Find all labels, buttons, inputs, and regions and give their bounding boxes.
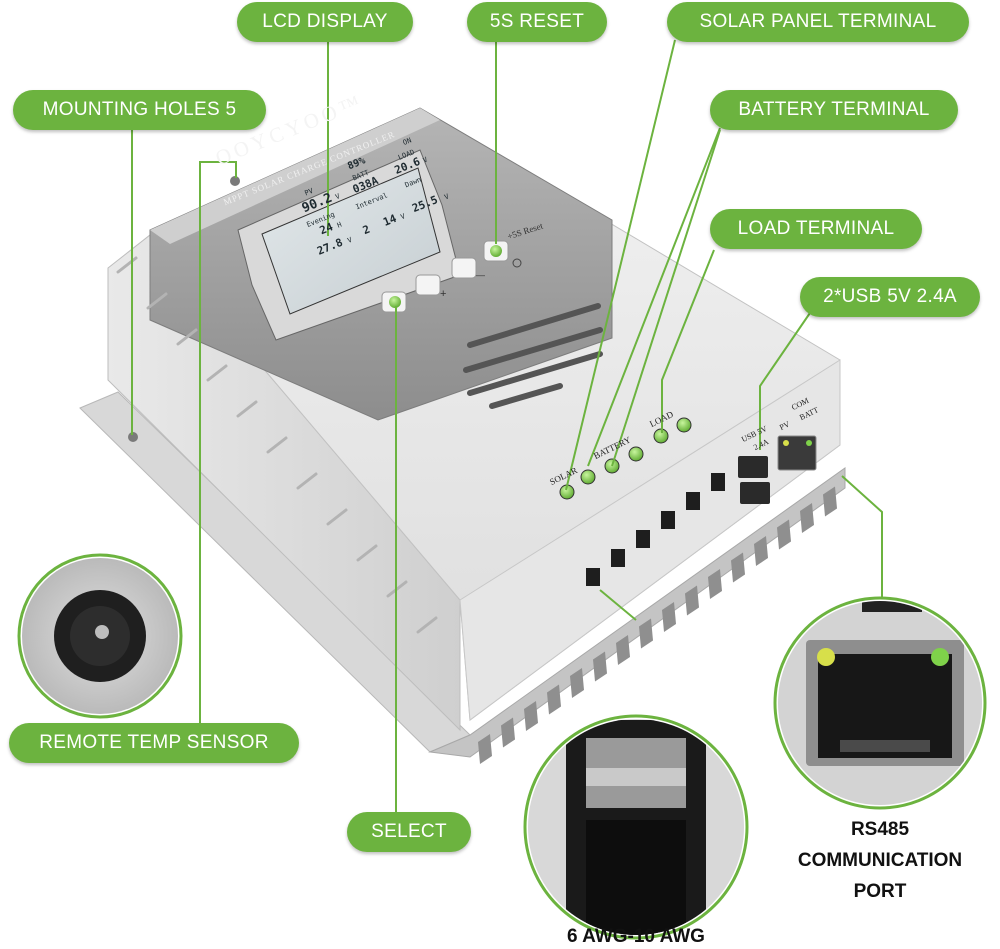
heatsink-fin — [616, 635, 630, 665]
terminal-screw-box — [586, 568, 600, 586]
terminal-blocks — [586, 473, 725, 586]
rs485-caption: RS485 COMMUNICATION PORT — [780, 814, 980, 907]
heatsink-fin — [501, 717, 515, 748]
reset-led — [490, 245, 502, 257]
lcd-off-unit: V — [346, 235, 354, 245]
callout-mounting-holes: MOUNTING HOLES 5 — [13, 90, 266, 130]
side-ridge — [416, 616, 438, 634]
heatsink-fin — [754, 536, 768, 566]
vent-slots — [463, 303, 603, 409]
minus-button[interactable] — [451, 257, 477, 279]
load-led-2 — [676, 417, 692, 433]
mounting-hole-top — [230, 176, 240, 186]
callout-load-terminal: LOAD TERMINAL — [710, 209, 922, 249]
side-ridge — [296, 472, 318, 490]
side-ridge — [206, 364, 228, 382]
lcd-evening-value: 24 — [317, 220, 335, 238]
plus-button[interactable] — [415, 274, 441, 296]
heatsink-fin — [662, 602, 676, 632]
terminal-screw-box — [636, 530, 650, 548]
terminal-screw-box — [661, 511, 675, 529]
battery-led-3 — [628, 446, 644, 462]
side-ridge — [236, 400, 258, 418]
heatsink-fin — [639, 618, 653, 649]
status-leds — [559, 417, 692, 500]
lcd-pv-unit: V — [334, 192, 342, 202]
rs485-caption-line1: RS485 — [850, 819, 910, 840]
lcd-sys-value: 2 — [360, 222, 372, 238]
lcd-evening-unit: H — [335, 220, 343, 230]
side-ridge — [176, 328, 198, 346]
rs485-port-detail — [773, 596, 987, 810]
heatsink-fin — [524, 701, 538, 731]
terminal-screw-box — [711, 473, 725, 491]
usb-port-1[interactable] — [738, 456, 768, 478]
callout-remote-temp-sensor: REMOTE TEMP SENSOR — [9, 723, 299, 763]
awg-caption: 6 AWG-10 AWG — [567, 926, 705, 947]
mounting-hole-base — [128, 432, 138, 442]
lcd-off-value: 27.8 — [315, 235, 345, 258]
leader-lines — [131, 39, 883, 815]
lcd-load-value: 20.6 — [392, 154, 423, 177]
heatsink-fin — [478, 734, 492, 764]
callout-select: SELECT — [347, 812, 471, 852]
lcd-load-unit: V — [421, 155, 429, 165]
lcd-screen — [261, 167, 441, 315]
lcd-reconnect-unit: V — [443, 192, 451, 202]
callout-battery-terminal: BATTERY TERMINAL — [710, 90, 958, 130]
heatsink-fin — [731, 552, 745, 583]
select-led — [389, 296, 401, 308]
lcd-lvd-unit: V — [399, 212, 407, 222]
bulb-icon — [512, 258, 522, 268]
callout-usb: 2*USB 5V 2.4A — [800, 277, 980, 317]
side-ridge — [356, 544, 378, 562]
heatsink-fin — [708, 569, 722, 599]
heatsink-fin — [547, 684, 561, 715]
rs485-caption-line2: COMMUNICATION — [797, 850, 963, 871]
heatsink-fins — [478, 486, 837, 764]
lcd-reconnect-value: 25.5 — [410, 193, 440, 216]
terminal-screw-box — [686, 492, 700, 510]
rj45-led-yellow — [783, 440, 789, 446]
terminal-screw-box — [611, 549, 625, 567]
lcd-on-label: ON — [401, 136, 413, 147]
wire-terminal-detail — [523, 714, 749, 940]
heatsink-fin — [823, 486, 837, 517]
side-ridge — [146, 292, 168, 310]
rj45-led-green — [806, 440, 812, 446]
callout-solar-panel-terminal: SOLAR PANEL TERMINAL — [667, 2, 969, 42]
battery-led-1 — [580, 469, 596, 485]
top-panel-lip — [150, 108, 440, 244]
side-ridge — [266, 436, 288, 454]
heatsink-fin — [570, 668, 584, 698]
minus-label: — — [476, 270, 485, 280]
side-ridge — [326, 508, 348, 526]
heatsink-fin — [593, 651, 607, 682]
callout-lcd-display: LCD DISPLAY — [237, 2, 413, 42]
left-side-wall — [107, 234, 461, 732]
rs485-caption-line3: PORT — [853, 881, 907, 902]
plus-label: + — [440, 288, 447, 300]
heatsink-fin — [685, 585, 699, 616]
side-ridges — [116, 256, 438, 634]
usb-port-2[interactable] — [740, 482, 770, 504]
heatsink-fin — [777, 519, 791, 550]
callout-reset: 5S RESET — [467, 2, 607, 42]
lcd-dawn-label: Dawn — [403, 175, 423, 190]
temp-sensor-detail — [17, 553, 183, 719]
lcd-lvd-value: 14 — [381, 211, 399, 229]
heatsink-fin — [800, 503, 814, 533]
